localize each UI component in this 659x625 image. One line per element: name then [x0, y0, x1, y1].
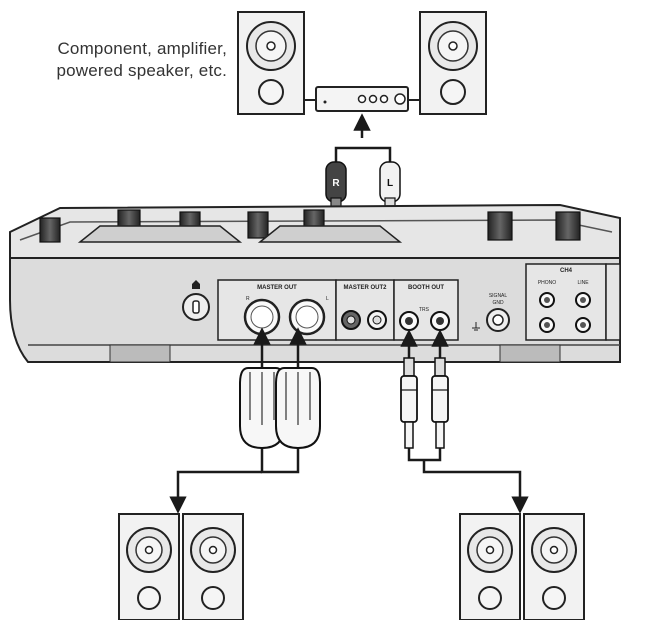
rear-panel: MASTER OUT R L MASTER OUT2 BOOTH OUT TRS…	[9, 257, 621, 363]
signal-label: SIGNAL	[489, 293, 508, 299]
caption-line-2: powered speaker, etc.	[56, 61, 227, 80]
amplifier	[304, 86, 420, 112]
bottom-left-speakers	[118, 513, 244, 621]
caption-line-1: Component, amplifier,	[57, 39, 227, 58]
plug-r-label: R	[332, 178, 340, 189]
master-out-l-label: L	[326, 296, 329, 302]
line-label: LINE	[577, 280, 589, 286]
booth-out-label: BOOTH OUT	[408, 285, 444, 291]
phone-plug-right	[431, 357, 449, 449]
master-out-label: MASTER OUT	[257, 285, 297, 291]
top-left-speaker	[237, 11, 305, 115]
booth-trs-label: TRS	[419, 307, 430, 313]
destination-caption: Component, amplifier, powered speaker, e…	[56, 38, 227, 82]
phone-plug-left	[400, 357, 418, 449]
rca-plug-r: R	[325, 161, 347, 213]
master-out-r-label: R	[246, 296, 250, 302]
master-out2-label: MASTER OUT2	[343, 285, 387, 291]
top-right-speaker	[419, 11, 487, 115]
booth-cable	[400, 329, 529, 514]
xlr-cable	[169, 327, 307, 514]
bottom-right-speakers	[459, 513, 585, 621]
controller-top	[9, 203, 621, 259]
plug-l-label: L	[387, 178, 393, 189]
rca-plug-l: L	[379, 161, 401, 213]
gnd-label: GND	[492, 300, 504, 306]
ch4-label: CH4	[560, 268, 573, 274]
phono-label: PHONO	[538, 280, 556, 286]
xlr-plug-right	[275, 367, 321, 450]
